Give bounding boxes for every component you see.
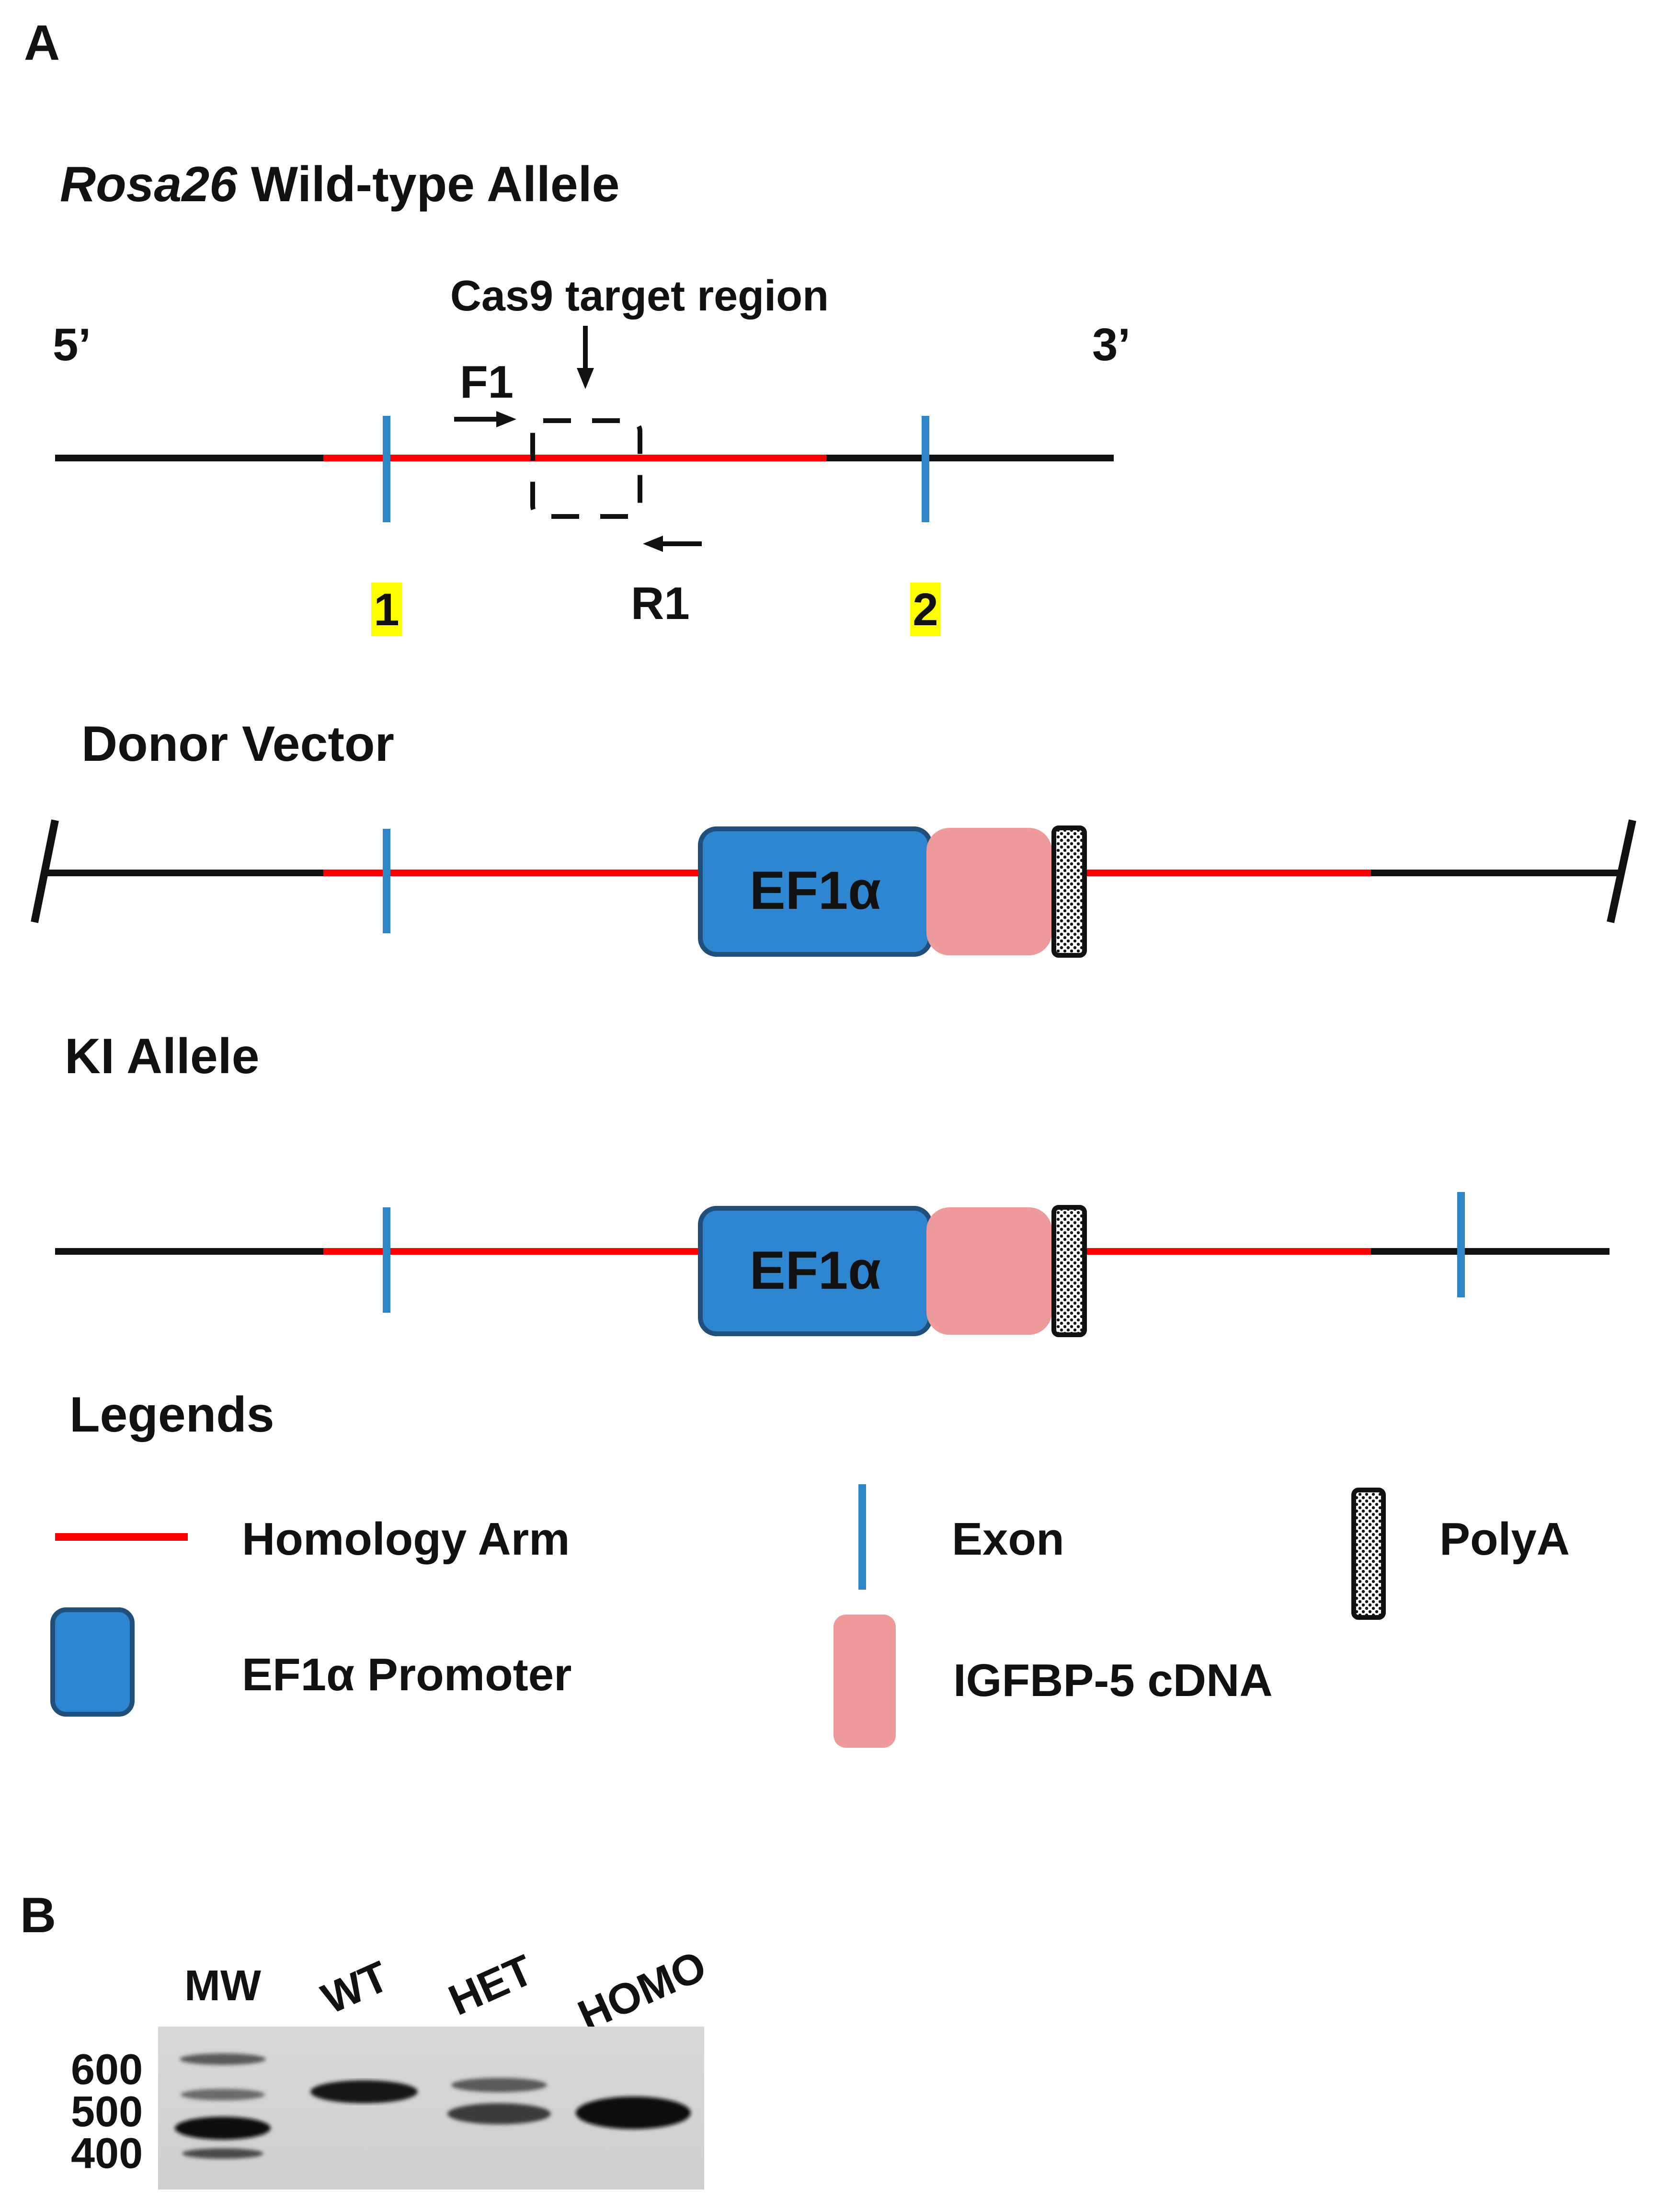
donor-cdna xyxy=(926,828,1052,955)
cas9-target-box xyxy=(530,418,642,519)
donor-backbone xyxy=(31,819,1636,923)
legend-promoter-label: EF1α Promoter xyxy=(242,1649,572,1700)
three-prime-label: 3’ xyxy=(1092,319,1130,370)
legend-exon-label: Exon xyxy=(952,1513,1064,1565)
exon-2-highlight xyxy=(910,583,941,636)
size-marker-500: 500 xyxy=(71,2088,143,2136)
homo-band xyxy=(576,2097,691,2129)
lane-label-homo: HOMO xyxy=(571,1942,713,2040)
reverse-primer-arrow-icon xyxy=(643,536,702,552)
exon-1-number: 1 xyxy=(374,584,399,635)
panel-b-letter: B xyxy=(20,1888,56,1943)
ki-promoter-label: EF1α xyxy=(750,1240,881,1300)
gel-image xyxy=(158,2027,704,2189)
exon-1-highlight xyxy=(371,583,402,636)
legend-cdna-swatch xyxy=(834,1615,896,1748)
legend-promoter-swatch xyxy=(50,1607,135,1717)
legend-polya-label: PolyA xyxy=(1439,1513,1570,1565)
legends-title: Legends xyxy=(69,1387,274,1443)
wildtype-title: Rosa26 Wild-type Allele xyxy=(60,157,619,212)
donor-promoter-label: EF1α xyxy=(750,860,881,920)
cas9-arrow-icon xyxy=(577,326,594,389)
ki-title: KI Allele xyxy=(65,1029,260,1084)
reverse-primer-label: R1 xyxy=(631,578,690,629)
panel-a-letter: A xyxy=(24,15,60,71)
donor-polya xyxy=(1051,825,1087,958)
five-prime-label: 5’ xyxy=(53,319,91,370)
exon-2-number: 2 xyxy=(913,584,938,635)
donor-promoter: EF1α xyxy=(698,826,933,957)
cas9-label: Cas9 target region xyxy=(450,272,829,320)
legend-polya-swatch xyxy=(1351,1488,1386,1620)
mw-ladder-bands xyxy=(175,2053,271,2159)
lane-label-wt: WT xyxy=(315,1952,396,2023)
size-marker-600: 600 xyxy=(71,2046,143,2094)
het-bands xyxy=(447,2078,551,2124)
wildtype-title-italic: Rosa26 xyxy=(60,157,238,212)
ki-promoter: EF1α xyxy=(698,1206,933,1336)
ki-cdna xyxy=(926,1207,1052,1335)
wildtype-title-rest: Wild-type Allele xyxy=(237,157,619,212)
forward-primer-arrow-icon xyxy=(454,411,516,427)
wt-band xyxy=(310,2080,418,2103)
legend-cdna-label: IGFBP-5 cDNA xyxy=(953,1655,1273,1706)
ki-polya xyxy=(1051,1205,1087,1337)
lane-label-het: HET xyxy=(442,1946,540,2025)
legend-homology-arm-label: Homology Arm xyxy=(242,1513,570,1565)
forward-primer-label: F1 xyxy=(460,356,514,408)
size-marker-400: 400 xyxy=(71,2130,143,2178)
lane-label-mw: MW xyxy=(184,1962,261,2010)
donor-title: Donor Vector xyxy=(81,716,394,772)
